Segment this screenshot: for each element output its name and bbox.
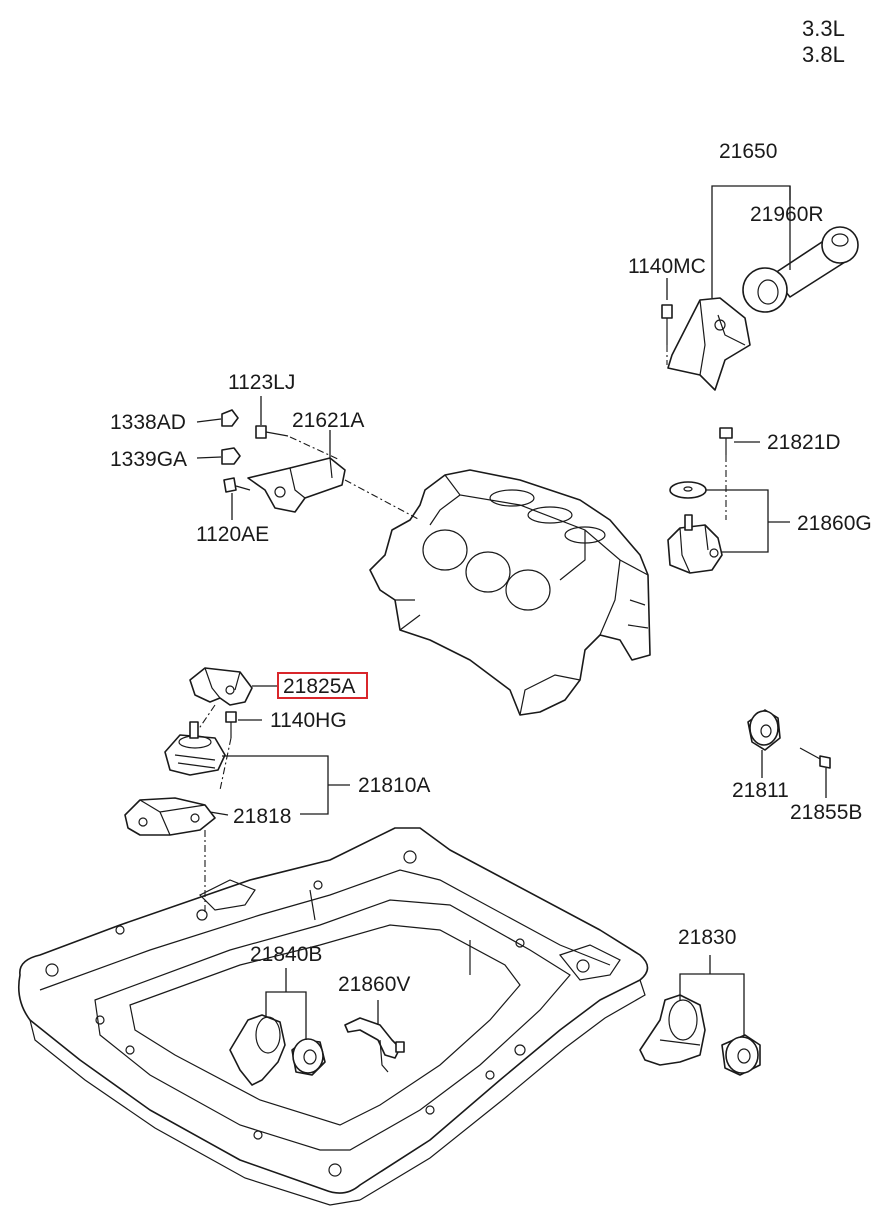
bracket-21860V xyxy=(344,1017,405,1073)
bushing-21811 xyxy=(747,709,781,751)
part-label-21840B[interactable]: 21840B xyxy=(250,943,322,966)
engine-block xyxy=(369,469,651,716)
part-label-21811[interactable]: 21811 xyxy=(732,779,789,802)
part-label-21960R[interactable]: 21960R xyxy=(750,203,824,226)
part-label-21821D[interactable]: 21821D xyxy=(767,431,841,454)
engine-label-3-8: 3.8L xyxy=(802,42,845,67)
highlight-box-21825A xyxy=(277,672,368,699)
mount-21830-assembly xyxy=(639,994,761,1076)
part-label-21810A[interactable]: 21810A xyxy=(358,774,430,797)
bracket-21621A-group xyxy=(221,409,346,513)
dashline-mount-stack xyxy=(197,704,232,915)
dashline-bracket-engine xyxy=(289,436,421,521)
part-label-21860G[interactable]: 21860G xyxy=(797,512,872,535)
part-label-21825A[interactable]: 21825A xyxy=(283,675,355,698)
part-label-1140HG[interactable]: 1140HG xyxy=(270,709,347,732)
part-label-21650[interactable]: 21650 xyxy=(719,140,777,163)
mount-21650-assembly xyxy=(661,226,859,391)
leader-1339GA xyxy=(196,456,222,459)
mount-21810A-assembly xyxy=(124,667,253,836)
part-label-21818[interactable]: 21818 xyxy=(233,805,291,828)
part-label-1123LJ[interactable]: 1123LJ xyxy=(228,371,295,394)
part-label-21855B[interactable]: 21855B xyxy=(790,801,862,824)
leader-1338AD xyxy=(196,418,222,423)
part-label-1338AD[interactable]: 1338AD xyxy=(110,411,186,434)
bolt-21855B xyxy=(799,747,831,769)
leader-21830 xyxy=(679,973,745,1035)
part-label-21830[interactable]: 21830 xyxy=(678,926,736,949)
leader-21860G xyxy=(706,489,769,553)
part-label-1140MC[interactable]: 1140MC xyxy=(628,255,706,278)
subframe-crossmember xyxy=(17,827,649,1206)
part-label-21860V[interactable]: 21860V xyxy=(338,973,410,996)
mount-21840B-assembly xyxy=(229,1014,326,1086)
leader-21818 xyxy=(209,811,229,816)
part-label-1120AE[interactable]: 1120AE xyxy=(196,523,269,546)
part-label-1339GA[interactable]: 1339GA xyxy=(110,448,187,471)
part-label-21621A[interactable]: 21621A xyxy=(292,409,364,432)
engine-label-3-3: 3.3L xyxy=(802,16,845,41)
mount-21860G-assembly xyxy=(667,427,733,574)
